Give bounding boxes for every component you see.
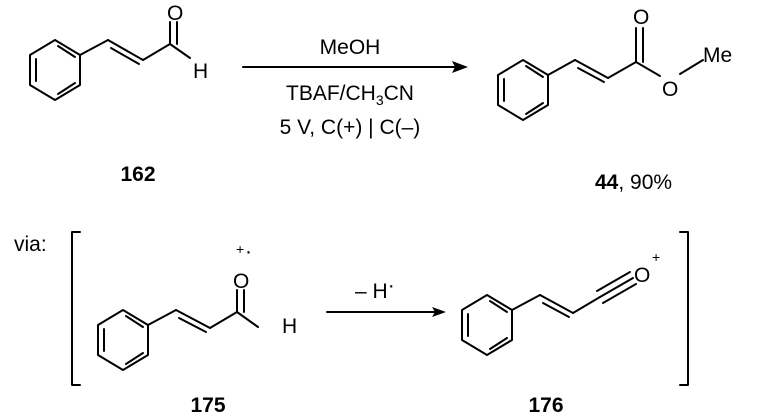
radical-dot: · bbox=[245, 240, 252, 263]
reagent-tbaf: TBAF/CH3CN bbox=[286, 82, 414, 108]
hydrogen-label: H bbox=[193, 60, 208, 83]
carbonyl-oxygen-label: O bbox=[633, 6, 649, 29]
o-methyl-bond bbox=[679, 59, 704, 75]
ester-oxygen-label: O bbox=[662, 78, 678, 101]
acylium-triple-bond bbox=[602, 283, 637, 304]
compound-44-structure bbox=[497, 27, 704, 121]
alkene-double-bond bbox=[577, 67, 605, 83]
compound-175-structure bbox=[97, 289, 259, 371]
acylium-triple-bond bbox=[596, 271, 631, 292]
ring-double-bond bbox=[57, 45, 76, 58]
via-label: via: bbox=[14, 233, 47, 256]
chain-bond bbox=[147, 309, 177, 326]
alkene-bond bbox=[574, 59, 609, 79]
chain-bond bbox=[572, 296, 601, 314]
compound-label-44: 44, 90% bbox=[595, 171, 672, 194]
alkene-double-bond bbox=[542, 302, 570, 318]
chain-bond bbox=[607, 61, 637, 79]
oxygen-label: O bbox=[233, 270, 249, 293]
chain-bond bbox=[511, 294, 541, 311]
ring-double-bond bbox=[525, 65, 544, 78]
h-loss-label: – H· bbox=[355, 274, 395, 303]
hydrogen-label: H bbox=[282, 315, 297, 338]
aldehyde-h-bond bbox=[236, 311, 259, 328]
chain-bond bbox=[547, 59, 576, 76]
compound-label-162: 162 bbox=[120, 163, 155, 186]
acylium-charge: + bbox=[652, 249, 660, 265]
compound-label-175: 175 bbox=[190, 394, 225, 417]
ring-double-bond bbox=[125, 352, 144, 365]
aldehyde-h-bond bbox=[169, 43, 191, 59]
reaction-arrow-head bbox=[452, 61, 468, 73]
benzene-ring-44 bbox=[497, 59, 549, 121]
benzene-ring-175 bbox=[97, 309, 149, 371]
reaction-conditions: 5 V, C(+) | C(–) bbox=[280, 116, 421, 139]
alkene-double-bond bbox=[178, 317, 207, 333]
ring-double-bond bbox=[525, 102, 544, 115]
ring-double-bond bbox=[489, 300, 508, 313]
alkene-double-bond bbox=[110, 47, 140, 65]
compound-label-176: 176 bbox=[528, 394, 563, 417]
chain-bond bbox=[79, 39, 109, 56]
benzene-ring-176 bbox=[461, 294, 513, 356]
alkene-bond bbox=[175, 309, 211, 329]
ring-double-bond bbox=[57, 82, 76, 95]
mechanism-arrow-head bbox=[432, 307, 446, 317]
alkene-bond bbox=[539, 294, 574, 314]
reagent-meoh: MeOH bbox=[320, 36, 381, 59]
benzene-ring-162 bbox=[29, 39, 81, 101]
left-bracket bbox=[71, 231, 81, 386]
alkene-bond bbox=[107, 39, 144, 61]
methyl-label: Me bbox=[703, 44, 732, 67]
chain-bond bbox=[142, 43, 171, 61]
compound-176-structure bbox=[461, 271, 637, 356]
ring-double-bond bbox=[489, 337, 508, 350]
ring-double-bond bbox=[125, 315, 144, 328]
compound-162-structure bbox=[29, 21, 191, 101]
cation-charge: + bbox=[236, 241, 244, 257]
acylium-triple-bond bbox=[599, 277, 634, 298]
right-bracket bbox=[679, 231, 689, 386]
oxygen-label: O bbox=[167, 2, 183, 25]
acylium-oxygen-label: O bbox=[634, 264, 650, 287]
chain-bond bbox=[209, 311, 238, 329]
ester-co-bond bbox=[635, 61, 661, 77]
